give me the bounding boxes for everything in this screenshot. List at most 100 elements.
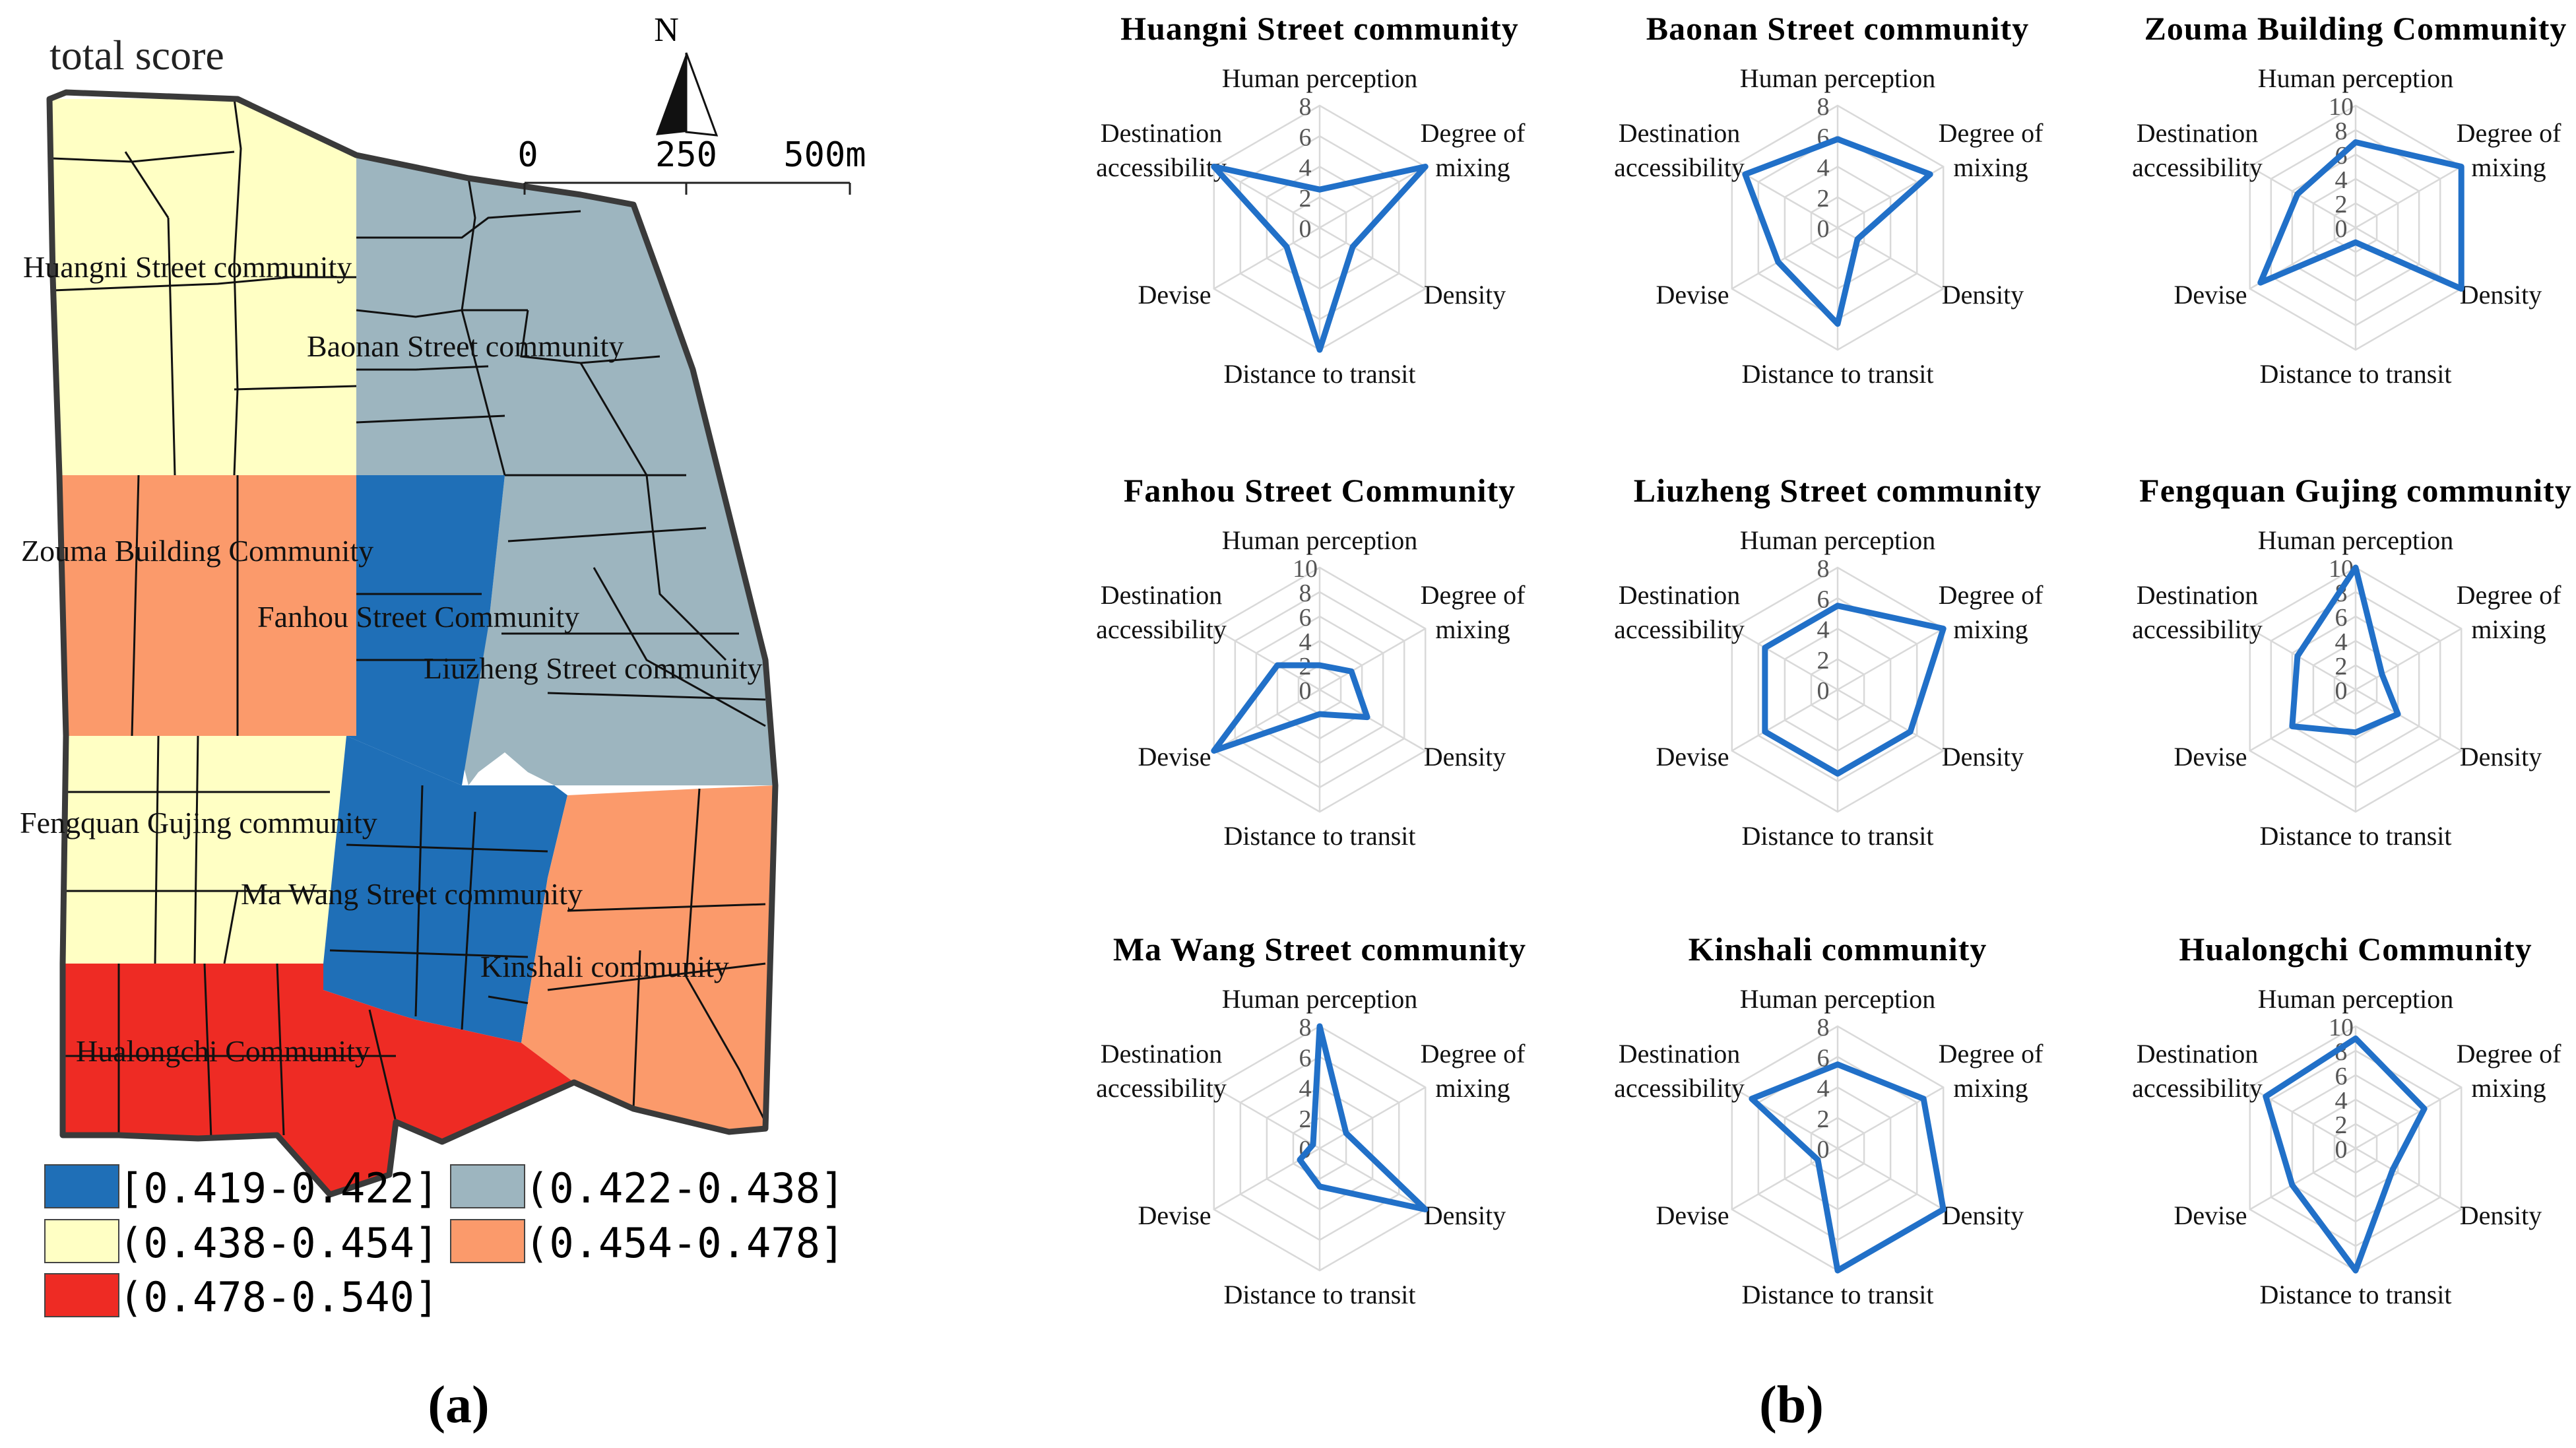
tick-label: 10 [2329, 1014, 2354, 1041]
community-label: Hualongchi Community [76, 1034, 370, 1068]
axis-label: Degree of [1421, 1039, 1526, 1069]
axis-label: Degree of [1421, 118, 1526, 148]
axis-label: Degree of [2457, 118, 2561, 148]
community-label: Baonan Street community [307, 329, 624, 363]
axis-label: Distance to transit [2259, 359, 2451, 389]
grid-spoke [2355, 688, 2462, 752]
series-line [1762, 603, 1947, 777]
tick-label: 10 [1293, 555, 1318, 583]
community-label: Liuzheng Street community [424, 651, 763, 685]
axis-label: Devise [1138, 280, 1211, 310]
tick-label: 0 [2335, 1136, 2348, 1164]
tick-label: 6 [1299, 123, 1312, 151]
chart-title: Ma Wang Street community [1113, 931, 1526, 968]
axis-label: Human perception [1222, 525, 1418, 555]
axis-label: Human perception [2258, 984, 2454, 1014]
tick-label: 6 [1817, 1044, 1830, 1072]
axis-label: Density [2460, 1201, 2542, 1230]
axis-label: Destination [1619, 118, 1740, 148]
community-label: Zouma Building Community [21, 534, 373, 568]
tick-label: 2 [2335, 653, 2348, 680]
region-fanhou [346, 475, 505, 785]
tick-label: 2 [1817, 185, 1830, 213]
axis-label: Distance to transit [1741, 1280, 1933, 1309]
axis-label: Destination [2137, 118, 2258, 148]
series-line [1742, 136, 1933, 327]
axis-label: Density [1424, 742, 1506, 772]
scale-bar: 0 250 500m [517, 135, 866, 195]
axis-label: accessibility [1614, 152, 1745, 182]
scale-label-0: 0 [517, 135, 538, 175]
series-line [2257, 139, 2464, 292]
north-label: N [654, 11, 679, 49]
chart-title: Fanhou Street Community [1124, 472, 1516, 509]
axis-label: Distance to transit [2259, 1280, 2451, 1309]
axis-label: Devise [1656, 1201, 1729, 1230]
tick-label: 0 [1817, 215, 1830, 243]
grid-spoke [2249, 166, 2356, 229]
chart-title: Kinshali community [1689, 931, 1987, 968]
tick-label: 10 [2329, 93, 2354, 121]
axis-label: accessibility [2132, 614, 2263, 644]
community-label: Fanhou Street Community [257, 600, 579, 634]
axis-label: Devise [2174, 1201, 2247, 1230]
tick-label: 6 [2335, 1063, 2348, 1090]
tick-label: 0 [1299, 677, 1312, 705]
axis-label: mixing [2471, 614, 2546, 644]
axis-label: Devise [2174, 742, 2247, 772]
tick-label: 2 [2335, 191, 2348, 218]
legend-label: (0.478-0.540] [119, 1273, 439, 1321]
axis-label: mixing [1953, 152, 2028, 182]
axis-label: Devise [2174, 280, 2247, 310]
scale-label-500m: 500m [783, 135, 866, 175]
tick-label: 6 [1299, 1044, 1312, 1072]
grid-spoke [1213, 1086, 1320, 1150]
tick-label: 6 [2335, 604, 2348, 632]
grid-spoke [1319, 628, 1426, 691]
axis-label: mixing [1435, 614, 1510, 644]
axis-label: Density [1424, 1201, 1506, 1230]
panel-label-a: (a) [428, 1376, 489, 1434]
axis-label: mixing [1953, 614, 2028, 644]
tick-label: 0 [2335, 677, 2348, 705]
tick-label: 8 [1299, 93, 1312, 121]
grid-spoke [1213, 226, 1320, 290]
chart-title: Baonan Street community [1646, 10, 2029, 47]
region-kinshali [521, 785, 775, 1132]
tick-label: 2 [1299, 1105, 1312, 1133]
axis-label: Human perception [2258, 63, 2454, 93]
axis-label: accessibility [1614, 1073, 1745, 1103]
axis-label: Distance to transit [2259, 821, 2451, 851]
axis-label: accessibility [1096, 1073, 1227, 1103]
tick-label: 2 [1817, 1105, 1830, 1133]
community-label: Kinshali community [480, 950, 729, 983]
tick-label: 8 [1817, 555, 1830, 583]
grid-spoke [2249, 1147, 2356, 1210]
grid-spoke [2355, 1086, 2462, 1150]
axis-label: Density [1942, 1201, 2024, 1230]
grid-spoke [1213, 628, 1320, 691]
axis-label: Distance to transit [1741, 821, 1933, 851]
axis-label: Destination [1619, 580, 1740, 610]
axis-label: Density [1424, 280, 1506, 310]
grid-spoke [1319, 226, 1426, 290]
axis-label: Destination [1101, 118, 1222, 148]
grid-spoke [2355, 166, 2462, 229]
tick-label: 6 [1817, 585, 1830, 613]
tick-label: 4 [1817, 154, 1830, 182]
grid-spoke [1319, 166, 1426, 229]
region-huangni [49, 99, 356, 475]
axis-label: Density [1942, 280, 2024, 310]
axis-label: Human perception [1222, 63, 1418, 93]
legend-label: (0.454-0.478] [525, 1219, 845, 1267]
tick-label: 6 [1299, 604, 1312, 632]
tick-label: 4 [1817, 616, 1830, 644]
tick-label: 0 [1817, 1136, 1830, 1164]
legend-swatch [450, 1164, 525, 1208]
